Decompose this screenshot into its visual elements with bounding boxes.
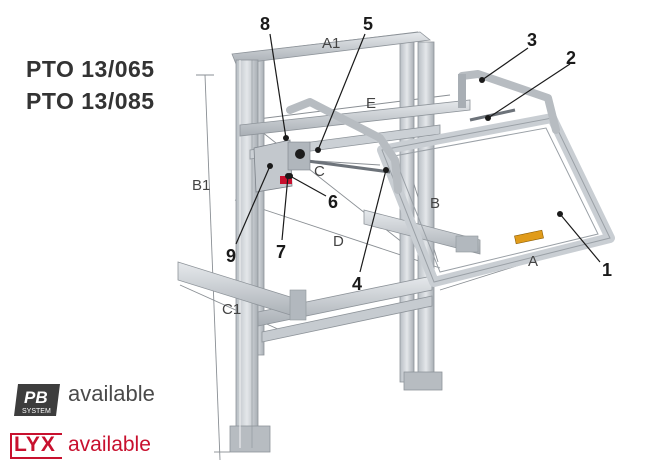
callout-dots	[267, 77, 563, 217]
dim-label-e: E	[366, 95, 376, 112]
dim-label-a1: A1	[322, 35, 340, 52]
lyx-logo-frame	[10, 433, 62, 459]
callout-7: 7	[276, 242, 286, 262]
pb-availability-text: available	[68, 381, 155, 406]
pb-logo-text: PB	[24, 388, 48, 407]
callout-9: 9	[226, 246, 236, 266]
dim-label-d: D	[333, 233, 344, 250]
callout-1: 1	[602, 260, 612, 280]
horizontal-beams	[177, 99, 481, 343]
pb-logo-subtext: SYSTEM	[22, 408, 51, 415]
callout-8: 8	[260, 14, 270, 34]
callout-leaders	[235, 33, 601, 273]
lyx-logo: LYX	[14, 433, 56, 456]
callout-6: 6	[328, 192, 338, 212]
callout-2: 2	[566, 48, 576, 68]
lyx-availability-text: available	[68, 433, 151, 456]
callout-3: 3	[527, 30, 537, 50]
callout-5: 5	[363, 14, 373, 34]
model-label-2: PTO 13/085	[26, 88, 155, 114]
dim-label-a: A	[528, 253, 538, 270]
model-label-1: PTO 13/065	[26, 56, 155, 82]
pb-system-logo: PB SYSTEM	[14, 384, 60, 416]
dim-label-b1: B1	[192, 177, 210, 194]
dim-label-b: B	[430, 195, 440, 212]
dim-label-c1: C1	[222, 301, 241, 318]
callout-4: 4	[352, 274, 362, 294]
dim-label-c: C	[314, 163, 325, 180]
swing-frame	[377, 113, 615, 287]
